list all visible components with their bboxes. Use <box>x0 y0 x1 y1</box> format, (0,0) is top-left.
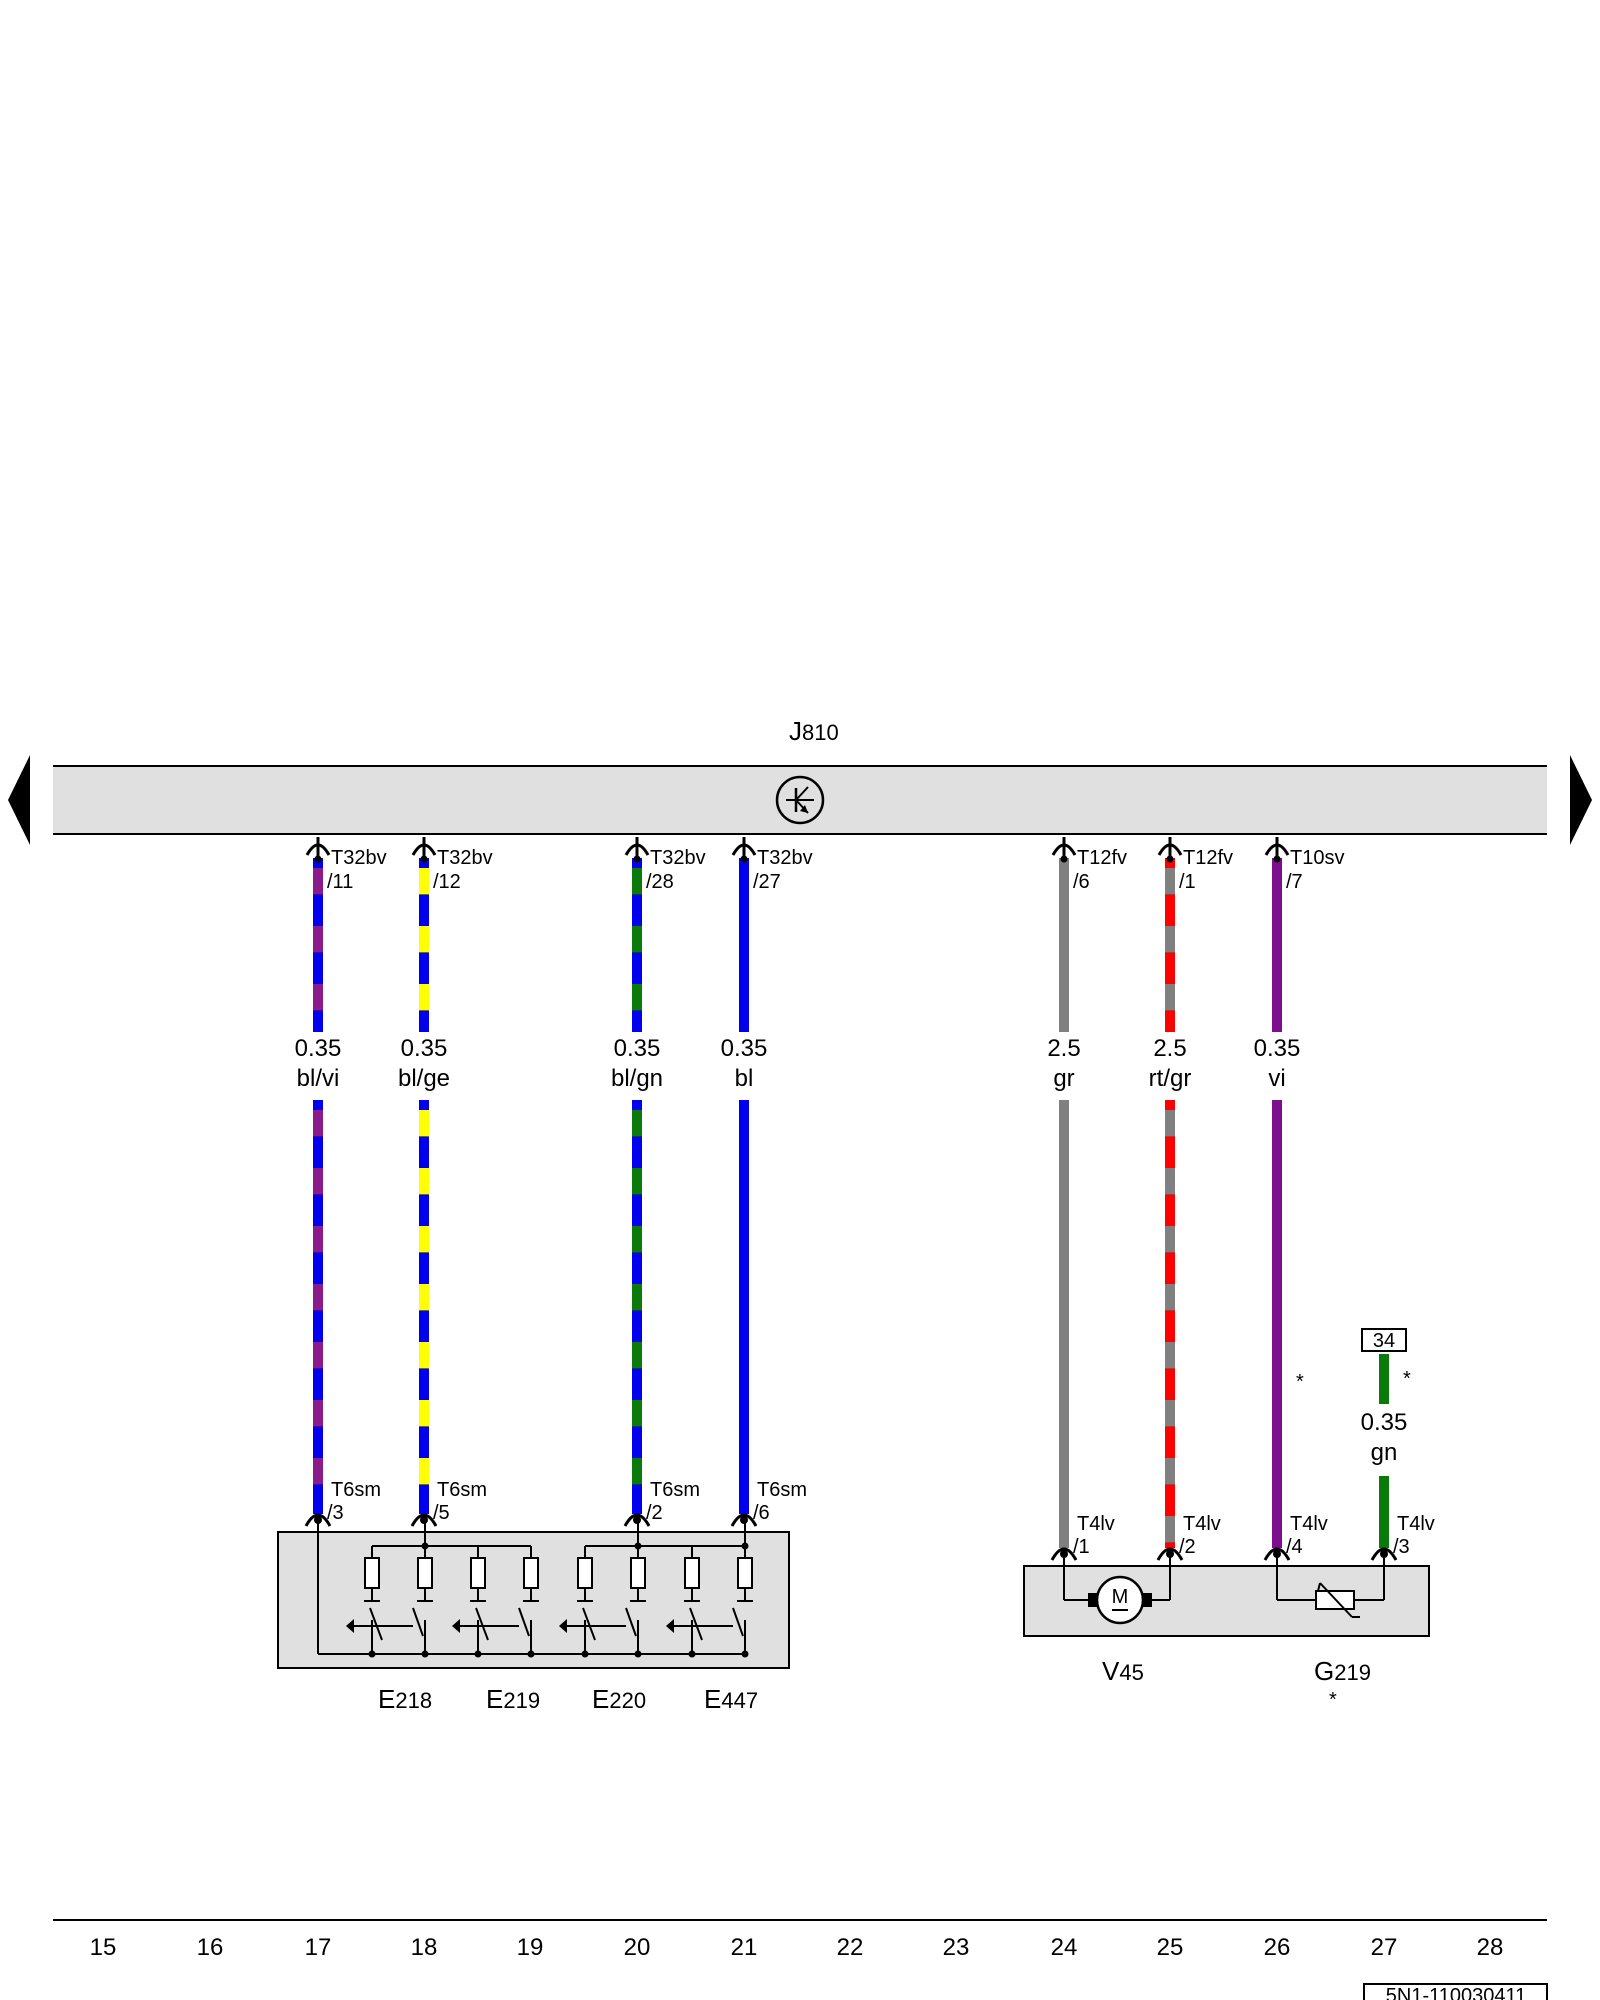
resistor-icon <box>417 1546 433 1658</box>
top-connector-pin: /12 <box>433 871 461 893</box>
wire-size-label: 2.5 <box>1153 1035 1186 1062</box>
wire-asterisk: * <box>1296 1371 1304 1393</box>
wire-color-label: vi <box>1268 1065 1285 1092</box>
column-number: 21 <box>731 1934 758 1961</box>
bottom-connector-pin: /2 <box>1179 1536 1196 1558</box>
bottom-connector-pin: /6 <box>753 1502 770 1524</box>
wire-color-label: gn <box>1371 1439 1398 1466</box>
top-connector-name: T10sv <box>1290 847 1344 869</box>
bottom-connector-pin: /1 <box>1073 1536 1090 1558</box>
top-connector-pin: /7 <box>1286 871 1303 893</box>
top-connector-name: T32bv <box>757 847 813 869</box>
bottom-connector-name: T6sm <box>437 1479 487 1501</box>
bottom-connector-name: T4lv <box>1290 1513 1328 1535</box>
wire-color-label: bl <box>735 1065 754 1092</box>
column-number: 27 <box>1371 1934 1398 1961</box>
top-connector-pin: /11 <box>327 871 353 893</box>
wire-color-label: bl/vi <box>297 1065 340 1092</box>
top-connector-name: T32bv <box>331 847 387 869</box>
wire-size-label: 2.5 <box>1047 1035 1080 1062</box>
top-connector-name: T12fv <box>1077 847 1127 869</box>
column-number: 26 <box>1264 1934 1291 1961</box>
pushbutton-switch-icon <box>346 1607 424 1641</box>
column-number: 18 <box>411 1934 438 1961</box>
pushbutton-switch-icon <box>559 1607 637 1641</box>
bottom-connector-name: T4lv <box>1183 1513 1221 1535</box>
wire-color-label: bl/gn <box>611 1065 663 1092</box>
top-connector-pin: /27 <box>753 871 781 893</box>
wire-color-label: bl/ge <box>398 1065 450 1092</box>
column-number: 16 <box>197 1934 224 1961</box>
resistor-icon <box>630 1546 646 1658</box>
bottom-connector-name: T6sm <box>650 1479 700 1501</box>
bottom-connector-pin: /4 <box>1286 1536 1303 1558</box>
wire-color-label: rt/gr <box>1149 1065 1192 1092</box>
wire-color-label: gr <box>1053 1065 1074 1092</box>
top-connector-pin: /6 <box>1073 871 1090 893</box>
bottom-connector-name: T6sm <box>757 1479 807 1501</box>
triangle-left-icon[interactable] <box>8 755 30 845</box>
column-number: 23 <box>943 1934 970 1961</box>
wire-size-label: 0.35 <box>1361 1409 1408 1436</box>
bottom-connector-name: T4lv <box>1077 1513 1115 1535</box>
doc-id: 5N1-110030411 <box>1386 1985 1527 2000</box>
switch-component-label: E218 <box>378 1684 432 1714</box>
column-number: 17 <box>305 1934 332 1961</box>
wire-size-label: 0.35 <box>295 1035 342 1062</box>
bottom-connector-name: T6sm <box>331 1479 381 1501</box>
switch-component-label: E219 <box>486 1684 540 1714</box>
doc-id-box <box>1363 1983 1548 2000</box>
wire-size-label: 0.35 <box>1254 1035 1301 1062</box>
bottom-connector-pin: /5 <box>433 1502 450 1524</box>
switch-component-label: E220 <box>592 1684 646 1714</box>
top-connector-name: T32bv <box>437 847 493 869</box>
switch-component-label: E447 <box>704 1684 758 1714</box>
bottom-connector-pin: /3 <box>327 1502 344 1524</box>
wire-size-label: 0.35 <box>721 1035 768 1062</box>
motor-icon: M <box>1088 1575 1152 1625</box>
column-number: 15 <box>90 1934 117 1961</box>
triangle-right-icon[interactable] <box>1570 755 1592 845</box>
top-connector-pin: /1 <box>1179 871 1196 893</box>
motor-symbol: M <box>1112 1586 1129 1608</box>
variable-resistor-icon <box>1315 1582 1360 1618</box>
bottom-connector-name: T4lv <box>1397 1513 1435 1535</box>
bottom-connector-pin: /3 <box>1393 1536 1410 1558</box>
resistor-icon <box>737 1546 753 1658</box>
sensor-g219-label: G219 <box>1314 1656 1371 1686</box>
column-number: 20 <box>624 1934 651 1961</box>
sensor-asterisk: * <box>1329 1689 1337 1711</box>
column-number: 25 <box>1157 1934 1184 1961</box>
column-number: 28 <box>1477 1934 1504 1961</box>
pushbutton-switch-icon <box>452 1607 530 1641</box>
wire-asterisk: * <box>1403 1368 1411 1390</box>
bottom-connector-pin: /2 <box>646 1502 663 1524</box>
motor-v45-label: V45 <box>1102 1656 1144 1686</box>
reference-box <box>1361 1328 1407 1352</box>
column-number: 24 <box>1051 1934 1078 1961</box>
column-number: 22 <box>837 1934 864 1961</box>
wire-size-label: 0.35 <box>401 1035 448 1062</box>
top-connector-pin: /28 <box>646 871 674 893</box>
column-number: 19 <box>517 1934 544 1961</box>
resistor-icon <box>523 1546 539 1658</box>
transistor-icon <box>775 775 825 825</box>
control-unit-label: J810 <box>789 716 839 746</box>
reference-box-number: 34 <box>1373 1330 1395 1352</box>
top-connector-name: T32bv <box>650 847 706 869</box>
pushbutton-switch-icon <box>666 1607 744 1641</box>
wire-size-label: 0.35 <box>614 1035 661 1062</box>
top-connector-name: T12fv <box>1183 847 1233 869</box>
